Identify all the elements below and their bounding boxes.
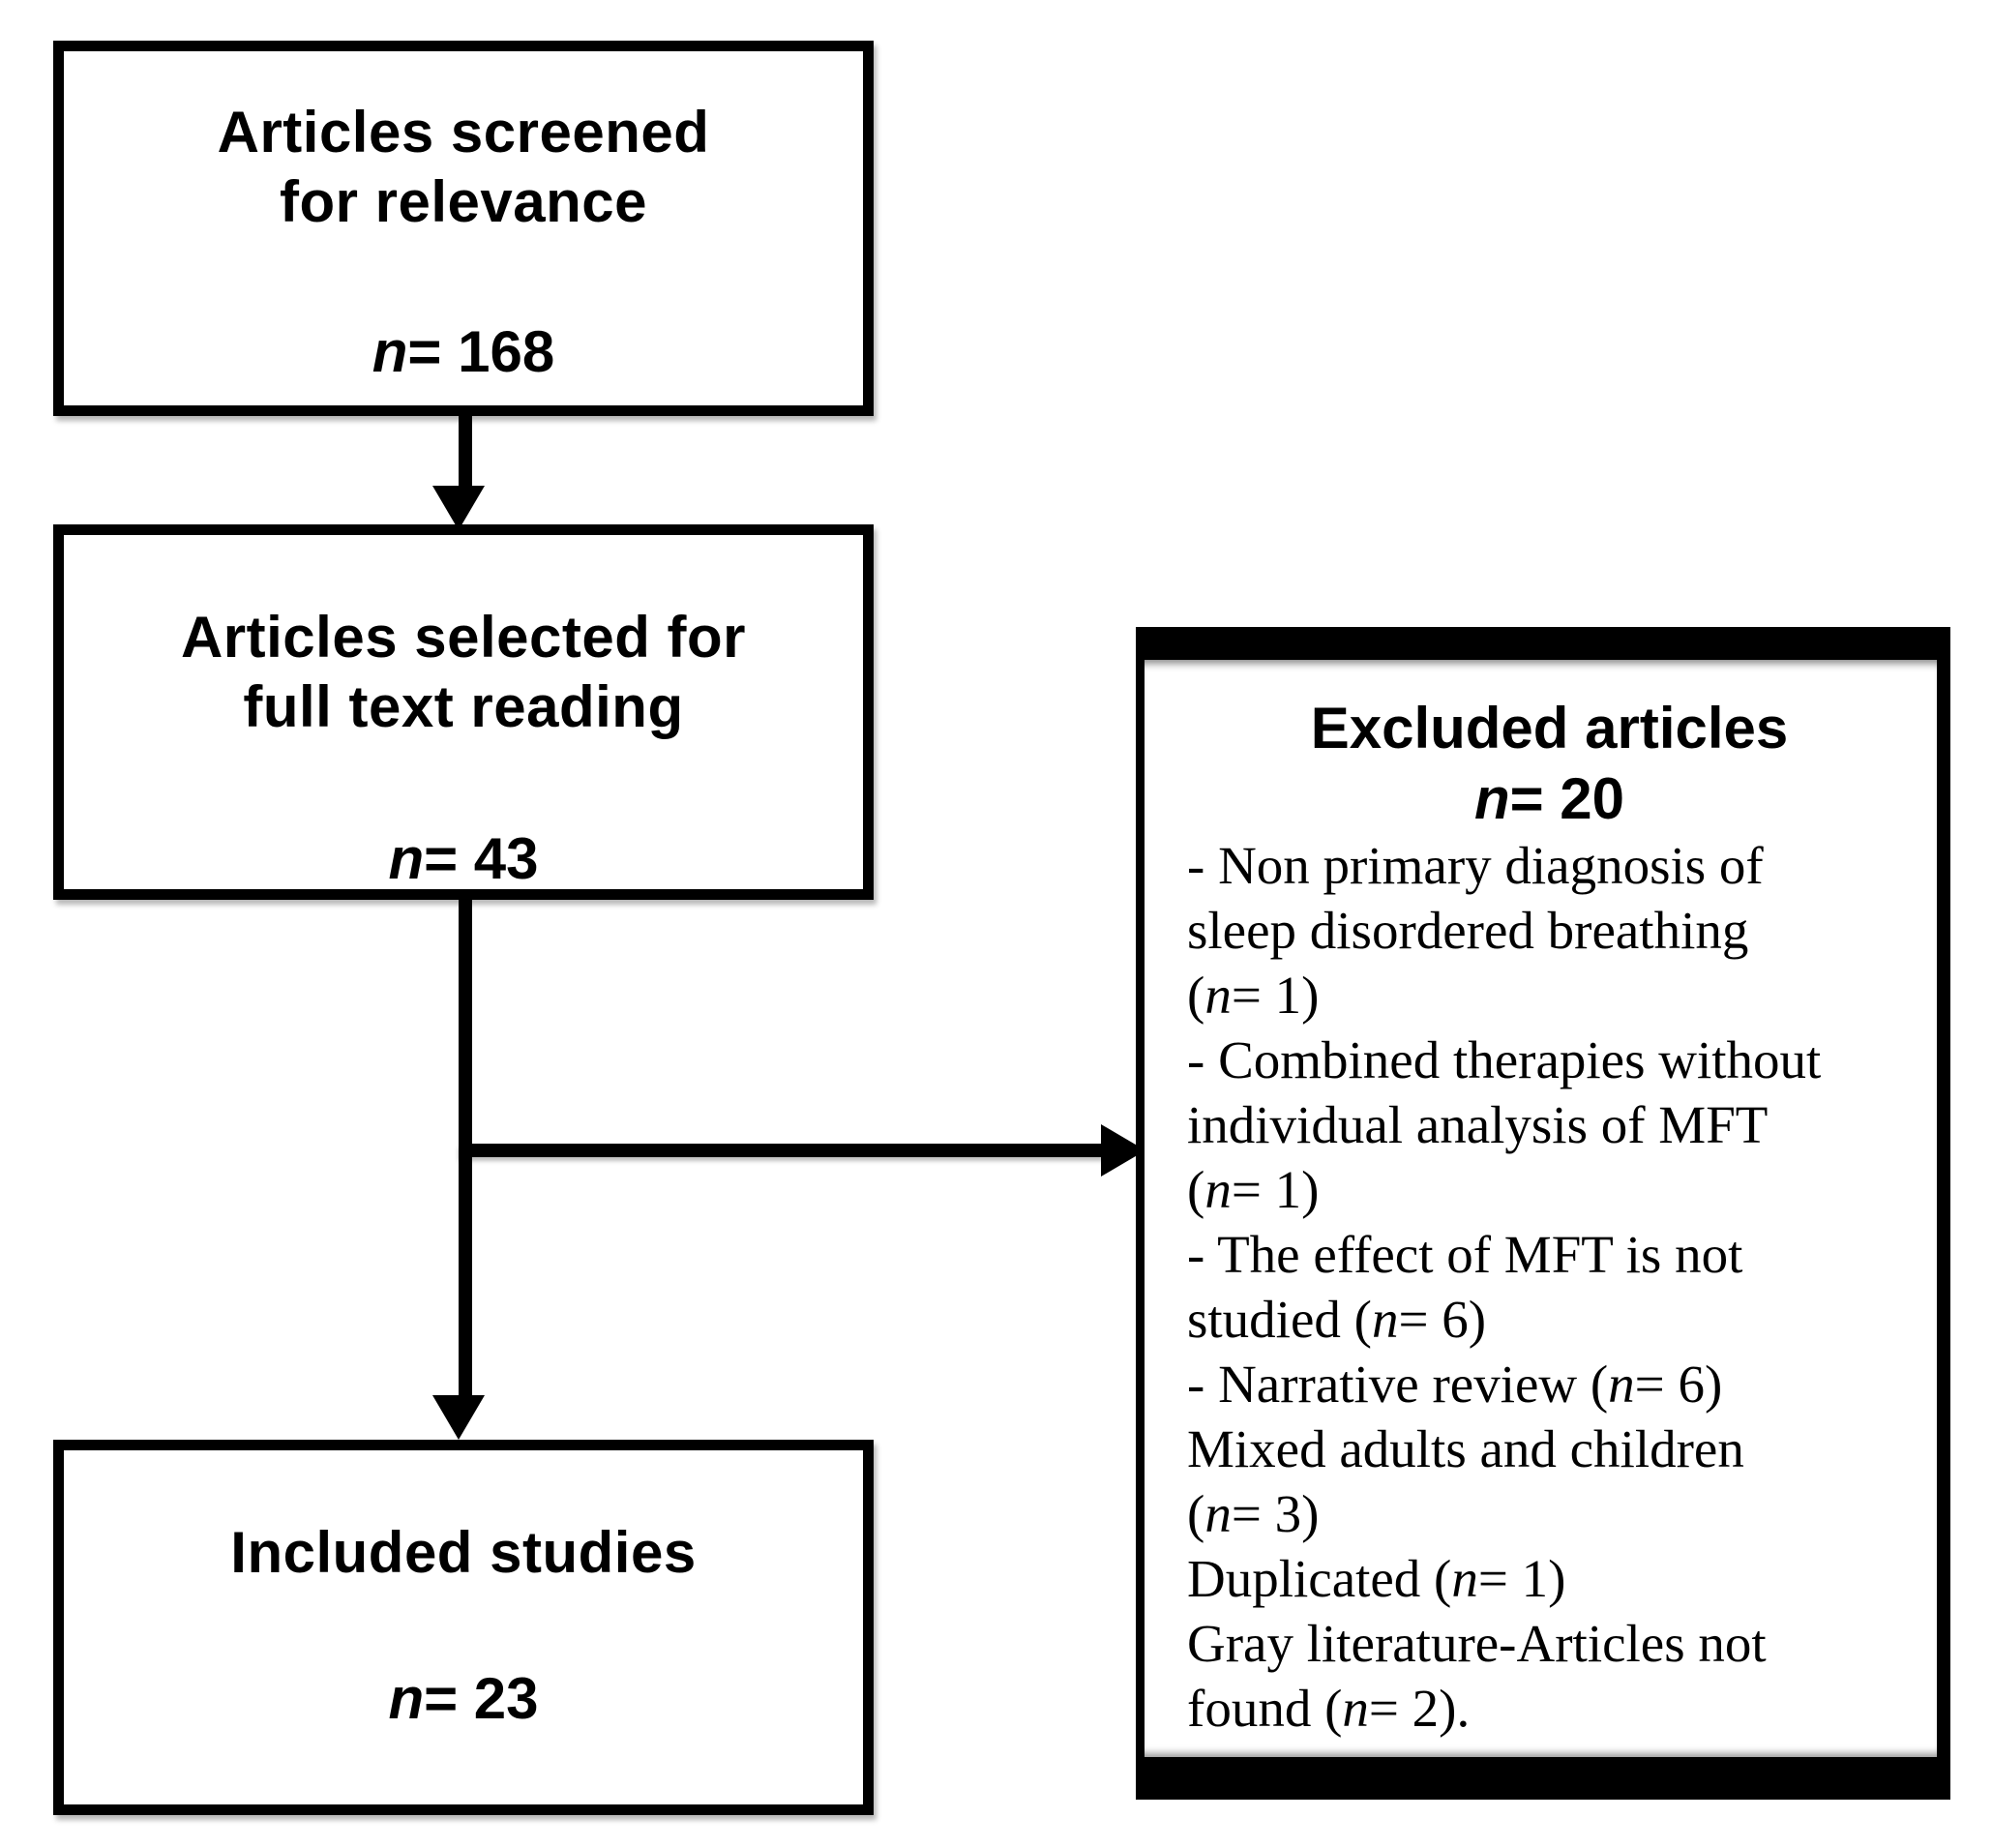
screened-box: Articles screened for relevance n= 168	[53, 41, 874, 416]
screened-count-label: n= 168	[372, 319, 555, 384]
arrowhead-down-icon	[432, 1395, 485, 1440]
excluded-reason-line: (n= 1)	[1187, 1160, 1320, 1219]
excluded-reasons-list: - Non primary diagnosis of sleep disorde…	[1187, 833, 1912, 1741]
included-box-title: Included studies	[230, 1520, 697, 1585]
fulltext-count-label: n= 43	[388, 826, 539, 891]
arrow-line-screened-to-fulltext	[459, 416, 472, 488]
excluded-reason-line: (n= 3)	[1187, 1484, 1320, 1543]
excluded-reason-line: found (n= 2).	[1187, 1679, 1471, 1738]
excluded-reason-line: studied (n= 6)	[1187, 1290, 1487, 1349]
arrowhead-down-icon	[432, 486, 485, 530]
excluded-count-label: n= 20	[1473, 766, 1625, 831]
arrow-line-branch-to-excluded	[459, 1144, 1103, 1157]
included-count-label: n= 23	[388, 1666, 539, 1731]
included-box: Included studies n= 23	[53, 1440, 874, 1815]
excluded-box: Excluded articles n= 20 - Non primary di…	[1136, 627, 1950, 1800]
excluded-reason-line: - The effect of MFT is not	[1187, 1225, 1743, 1284]
excluded-reason-line: individual analysis of MFT	[1187, 1095, 1769, 1154]
excluded-reason-line: - Narrative review (n= 6)	[1187, 1355, 1723, 1414]
excluded-reason-line: - Non primary diagnosis of	[1187, 836, 1764, 895]
screened-box-title: Articles screened for relevance	[217, 100, 710, 234]
excluded-reason-line: Gray literature-Articles not	[1187, 1614, 1767, 1673]
excluded-reason-line: sleep disordered breathing	[1187, 901, 1749, 960]
excluded-reason-line: Duplicated (n= 1)	[1187, 1549, 1566, 1608]
fulltext-box: Articles selected for full text reading …	[53, 524, 874, 900]
excluded-reason-line: - Combined therapies without	[1187, 1030, 1822, 1089]
excluded-box-title: Excluded articles	[1310, 696, 1789, 760]
excluded-reason-line: (n= 1)	[1187, 966, 1320, 1025]
excluded-reason-line: Mixed adults and children	[1187, 1419, 1744, 1478]
fulltext-box-title: Articles selected for full text reading	[180, 605, 747, 739]
